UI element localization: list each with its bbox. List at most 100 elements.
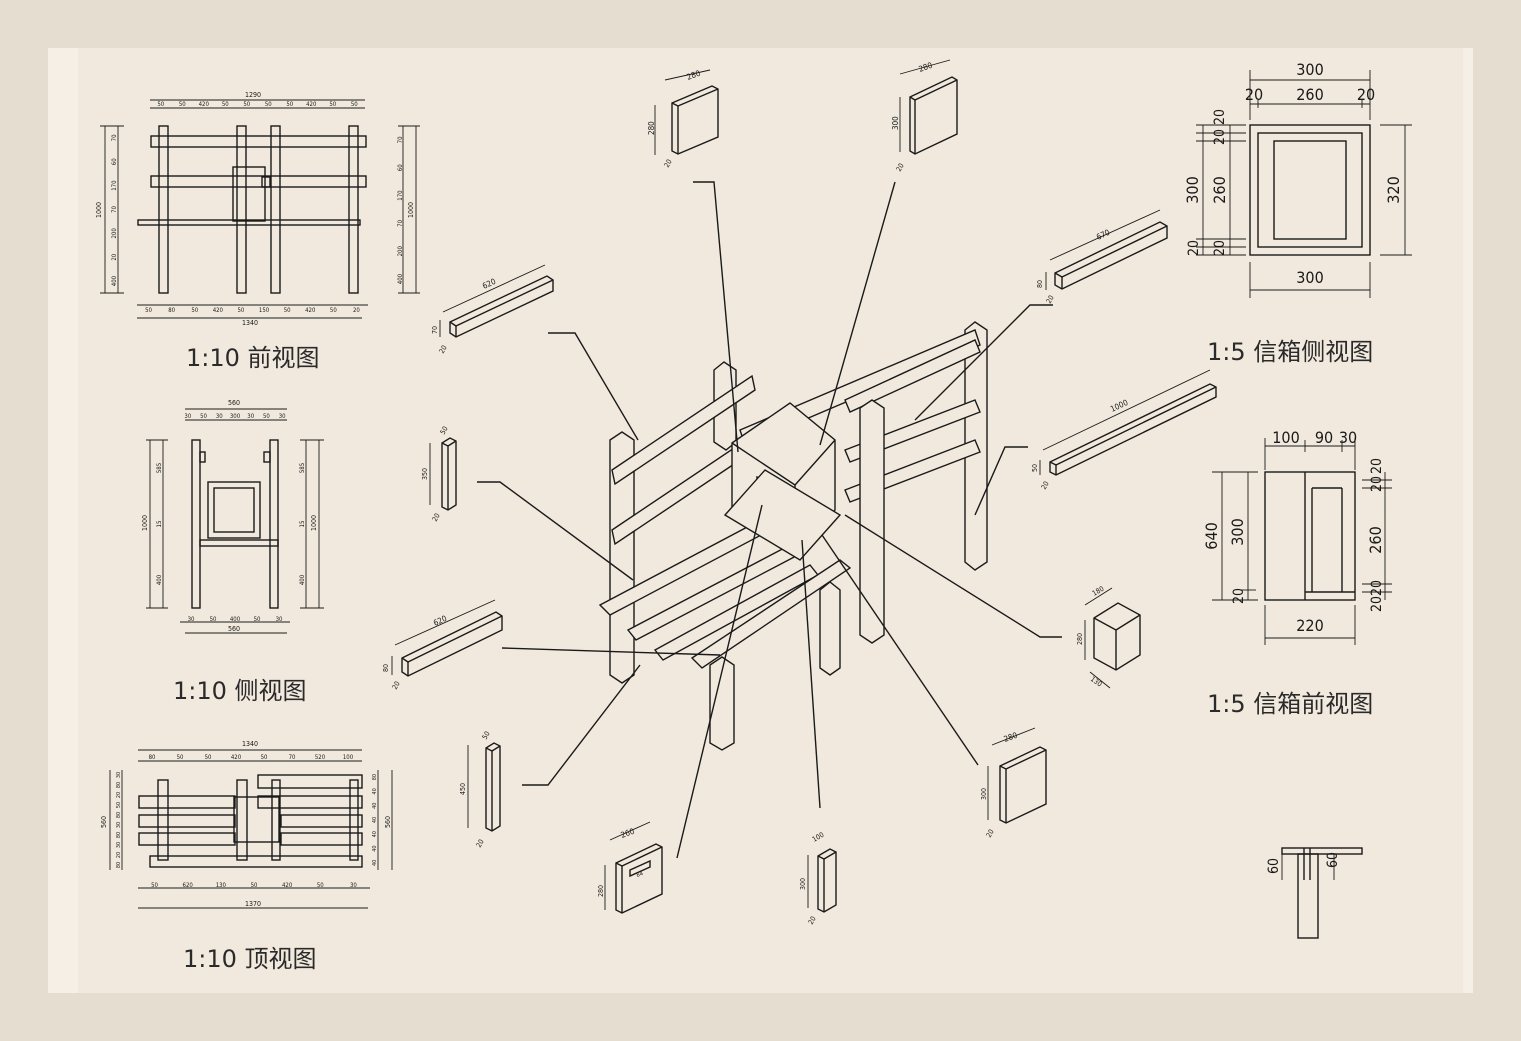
svg-text:280: 280 [1076, 633, 1084, 645]
dimension-label: 30 [116, 842, 122, 848]
side-left-total: 1000 [141, 515, 149, 531]
dimension-label: 200 [397, 246, 404, 257]
dimension-label: 60 [111, 158, 118, 165]
dimension-label: 70 [111, 134, 118, 141]
dimension-label: 50 [205, 754, 212, 761]
dimension-label: 50 [157, 101, 164, 108]
svg-text:20: 20 [1040, 480, 1051, 491]
svg-text:350: 350 [421, 468, 429, 480]
dimension-label: 150 [259, 307, 270, 314]
dimension-label: 80 [372, 774, 378, 780]
dimension-label: 40 [372, 788, 378, 794]
dimension-label: 400 [299, 574, 306, 585]
dimension-label: 30 [184, 413, 191, 420]
dimension-label: 400 [111, 275, 118, 286]
svg-text:620: 620 [481, 277, 498, 291]
dimension-label: 50 [265, 101, 272, 108]
svg-text:20: 20 [1186, 240, 1202, 256]
svg-text:280: 280 [918, 61, 934, 74]
dimension-label: 170 [397, 190, 404, 201]
top-top-total: 1340 [242, 740, 258, 748]
side-right-total: 1000 [310, 515, 318, 531]
svg-text:300: 300 [980, 788, 988, 800]
dimension-label: 50 [200, 413, 207, 420]
svg-text:100: 100 [1272, 428, 1299, 447]
dimension-label: 50 [317, 882, 324, 889]
svg-text:260: 260 [1210, 176, 1229, 203]
front-overall-bottom: 1340 [242, 319, 258, 327]
dimension-label: 30 [247, 413, 254, 420]
svg-text:20: 20 [431, 512, 442, 523]
caption-front-view: 1:10 前视图 [186, 344, 320, 372]
front-overall-top: 1290 [245, 91, 261, 99]
svg-text:300: 300 [799, 878, 807, 890]
dimension-label: 420 [305, 307, 316, 314]
svg-text:20: 20 [1369, 596, 1385, 612]
svg-text:280: 280 [647, 121, 656, 135]
joint-detail: 60 60 [1266, 847, 1363, 939]
dimension-label: 420 [213, 307, 224, 314]
dimension-label: 420 [306, 101, 317, 108]
svg-text:300: 300 [1228, 518, 1247, 545]
dimension-label: 20 [116, 792, 122, 798]
front-right-total: 1000 [407, 202, 415, 218]
dimension-label: 585 [156, 463, 163, 473]
svg-text:20: 20 [475, 838, 486, 849]
part-rail-1000: 1000 50 20 [1031, 369, 1217, 491]
isometric-assembly [598, 321, 988, 751]
part-rail-670: 670 80 20 [1036, 209, 1168, 305]
top-bottom-total: 1370 [245, 900, 261, 908]
dimension-label: 620 [183, 882, 194, 889]
svg-text:90: 90 [1315, 428, 1333, 447]
dimension-label: 30 [279, 413, 286, 420]
dimension-label: 40 [372, 831, 378, 837]
mailbox-side-view: 300 20 260 20 300 300 20 20 260 20 20 32… [1183, 60, 1412, 298]
svg-text:180: 180 [1091, 585, 1105, 598]
dimension-label: 80 [116, 832, 122, 838]
dimension-label: 60 [397, 164, 404, 171]
dimension-label: 70 [111, 206, 118, 213]
svg-text:1000: 1000 [1109, 398, 1130, 414]
dimension-label: 15 [299, 521, 306, 528]
dimension-label: 400 [397, 273, 404, 284]
dimension-label: 400 [230, 616, 241, 623]
dimension-label: 50 [179, 101, 186, 108]
dimension-label: 30 [276, 616, 283, 623]
part-post-450: 50 450 20 [459, 730, 501, 849]
svg-text:20: 20 [985, 828, 996, 839]
svg-text:80: 80 [382, 664, 390, 672]
dimension-label: 40 [372, 817, 378, 823]
dimension-label: 50 [238, 307, 245, 314]
svg-text:20: 20 [807, 915, 818, 926]
dimension-label: 50 [329, 101, 336, 108]
dimension-label: 70 [397, 219, 404, 226]
mbs-top-total: 300 [1296, 60, 1323, 79]
part-rail-620b: 620 80 20 [382, 599, 503, 691]
dimension-label: 420 [231, 754, 242, 761]
dimension-label: 80 [116, 812, 122, 818]
dimension-label: 20 [116, 852, 122, 858]
part-block: 180 280 130 [1076, 585, 1141, 689]
dimension-label: 30 [350, 882, 357, 889]
caption-mailbox-side: 1:5 信箱侧视图 [1207, 338, 1373, 366]
dimension-label: 50 [261, 754, 268, 761]
svg-text:260: 260 [620, 827, 636, 840]
svg-text:20: 20 [663, 158, 674, 169]
dimension-label: 520 [315, 754, 326, 761]
svg-text:620: 620 [432, 614, 449, 628]
part-rail-620: 620 70 20 [431, 264, 554, 355]
dimension-label: 40 [372, 803, 378, 809]
part-side-panel-a: 280 300 20 [891, 59, 958, 173]
leader-lines [477, 181, 1062, 859]
dimension-label: 400 [156, 574, 163, 585]
drawing-sheet: 1290 1340 50 50 420 50 50 50 50 420 50 50 50 80 50 4… [48, 48, 1473, 993]
top-right-total: 560 [384, 816, 392, 828]
dimension-label: 300 [230, 413, 241, 420]
svg-text:84: 84 [635, 870, 644, 879]
svg-text:30: 30 [1339, 428, 1357, 447]
dimension-label: 50 [351, 101, 358, 108]
dimension-label: 70 [289, 754, 296, 761]
dimension-label: 50 [263, 413, 270, 420]
